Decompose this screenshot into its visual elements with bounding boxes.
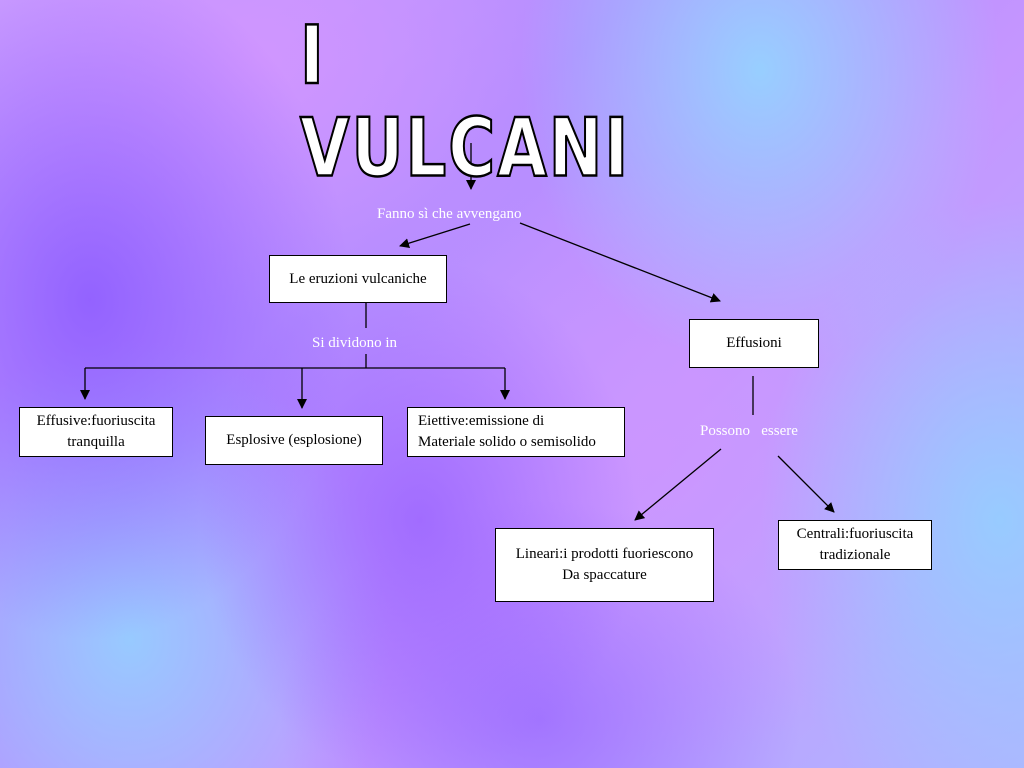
node-eiettive: Eiettive:emissione di Materiale solido o… — [407, 407, 625, 457]
node-lineari-line2: Da spaccature — [562, 567, 647, 583]
node-lineari: Lineari:i prodotti fuoriescono Da spacca… — [495, 528, 714, 602]
node-effusive-line1: Effusive:fuoriuscita — [36, 413, 156, 429]
diagram-title: I VULCANI — [299, 9, 631, 197]
node-effusioni: Effusioni — [689, 319, 819, 368]
arrow-possono-to-lineari — [634, 448, 722, 521]
node-eiettive-line1: Eiettive:emissione di — [418, 413, 545, 429]
node-eiettive-line2: Materiale solido o semisolido — [418, 434, 596, 450]
link-label-fanno: Fanno sì che avvengano — [377, 206, 522, 222]
arrow-link-to-eruzioni — [399, 223, 471, 249]
node-lineari-line1: Lineari:i prodotti fuoriescono — [515, 546, 694, 562]
node-centrali: Centrali:fuoriuscita tradizionale — [778, 520, 932, 570]
node-effusioni-text: Effusioni — [726, 335, 782, 351]
node-centrali-line2: tradizionale — [819, 547, 891, 563]
node-effusive: Effusive:fuoriuscita tranquilla — [19, 407, 173, 457]
node-esplosive: Esplosive (esplosione) — [205, 416, 383, 465]
link-label-si-dividono: Si dividono in — [312, 335, 398, 351]
arrow-possono-to-centrali — [777, 455, 835, 513]
node-eruzioni-text: Le eruzioni vulcaniche — [289, 270, 427, 287]
node-esplosive-text: Esplosive (esplosione) — [226, 432, 362, 448]
arrow-link-to-effusioni — [519, 222, 721, 303]
node-centrali-line1: Centrali:fuoriuscita — [796, 526, 914, 542]
link-label-possono: Possono essere — [700, 423, 798, 439]
node-effusive-line2: tranquilla — [67, 434, 125, 450]
node-eruzioni-vulcaniche: Le eruzioni vulcaniche — [269, 255, 447, 303]
